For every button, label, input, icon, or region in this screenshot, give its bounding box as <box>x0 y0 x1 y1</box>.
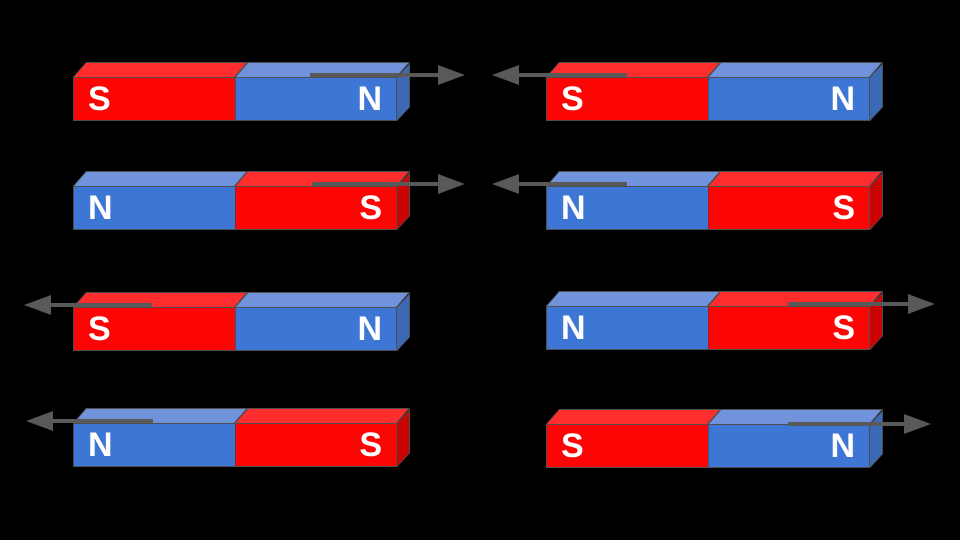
magnet-row-3-right: N S <box>546 291 884 350</box>
pole-label: N <box>357 80 382 118</box>
pole-label: S <box>832 309 855 347</box>
pole-label: N <box>830 80 855 118</box>
top-left-half <box>547 292 720 306</box>
pole-label: N <box>357 310 382 348</box>
magnet-front-face: N S <box>73 423 397 467</box>
top-left-half <box>547 410 720 424</box>
front-right-half: N <box>708 78 869 120</box>
force-arrow <box>24 295 152 315</box>
arrow-head-icon <box>438 174 465 194</box>
magnet-row-4-left: N S <box>73 408 411 467</box>
front-right-half: N <box>235 78 396 120</box>
top-right-half <box>234 409 409 423</box>
pole-label: N <box>88 426 113 464</box>
arrow-head-icon <box>492 65 519 85</box>
force-arrow <box>26 411 153 431</box>
arrow-shaft <box>50 418 153 424</box>
arrow-head-icon <box>908 294 935 314</box>
magnet-row-2-left: N S <box>73 171 411 230</box>
front-right-half: S <box>708 187 869 229</box>
front-left-half: S <box>74 78 235 120</box>
arrow-shaft <box>48 302 152 308</box>
front-left-half: S <box>547 425 708 467</box>
force-arrow <box>492 65 627 85</box>
top-right-half <box>707 63 882 77</box>
front-right-half: S <box>235 187 396 229</box>
magnet-front-face: S N <box>546 77 870 121</box>
top-right-half <box>234 293 409 307</box>
arrow-head-icon <box>904 414 931 434</box>
top-left-half <box>74 172 247 186</box>
front-left-half: S <box>547 78 708 120</box>
arrow-shaft <box>516 72 627 78</box>
front-left-half: N <box>74 187 235 229</box>
pole-label: N <box>830 427 855 465</box>
pole-label: N <box>88 189 113 227</box>
pole-label: S <box>88 310 111 348</box>
magnet-front-face: S N <box>73 77 397 121</box>
force-arrow <box>788 294 935 314</box>
arrow-shaft <box>788 421 907 427</box>
magnet-front-face: S N <box>546 424 870 468</box>
magnet-row-1-right: S N <box>546 62 884 121</box>
arrow-shaft <box>788 301 911 307</box>
arrow-head-icon <box>438 65 465 85</box>
force-arrow <box>310 65 465 85</box>
force-arrow <box>788 414 931 434</box>
top-left-half <box>74 63 247 77</box>
pole-label: N <box>561 189 586 227</box>
arrow-head-icon <box>24 295 51 315</box>
magnet-front-face: N S <box>546 306 870 350</box>
front-right-half: S <box>708 307 869 349</box>
arrow-shaft <box>310 72 441 78</box>
pole-label: S <box>832 189 855 227</box>
pole-label: S <box>359 189 382 227</box>
front-left-half: N <box>547 307 708 349</box>
front-left-half: N <box>74 424 235 466</box>
magnet-front-face: N S <box>546 186 870 230</box>
pole-label: S <box>359 426 382 464</box>
top-right-half <box>707 172 882 186</box>
front-right-half: N <box>708 425 869 467</box>
arrow-head-icon <box>26 411 53 431</box>
pole-label: S <box>561 427 584 465</box>
arrow-head-icon <box>492 174 519 194</box>
pole-label: N <box>561 309 586 347</box>
magnet-row-4-right: S N <box>546 409 884 468</box>
front-left-half: N <box>547 187 708 229</box>
magnet-front-face: N S <box>73 186 397 230</box>
pole-label: S <box>88 80 111 118</box>
magnet-row-2-right: N S <box>546 171 884 230</box>
front-right-half: S <box>235 424 396 466</box>
pole-label: S <box>561 80 584 118</box>
magnet-row-1-left: S N <box>73 62 411 121</box>
arrow-shaft <box>516 181 627 187</box>
arrow-shaft <box>312 181 441 187</box>
magnet-row-3-left: S N <box>73 292 411 351</box>
front-left-half: S <box>74 308 235 350</box>
magnet-front-face: S N <box>73 307 397 351</box>
front-right-half: N <box>235 308 396 350</box>
force-arrow <box>492 174 627 194</box>
force-arrow <box>312 174 465 194</box>
